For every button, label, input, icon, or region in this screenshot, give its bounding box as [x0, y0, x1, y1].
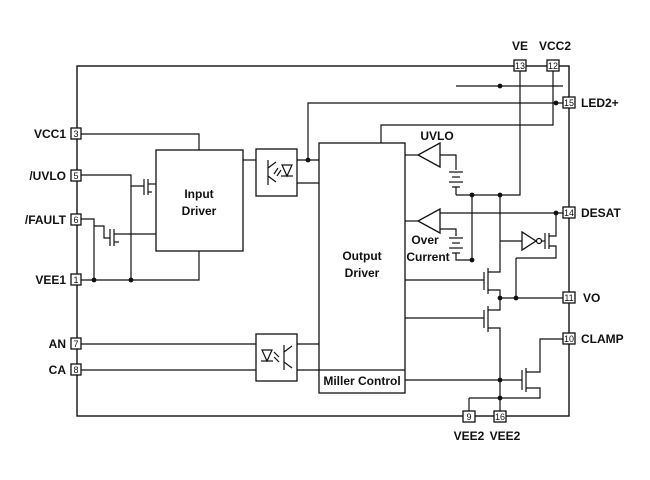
svg-text:AN: AN — [49, 337, 66, 351]
pin-uvlo: 5 /UVLO — [29, 169, 82, 183]
svg-text:LED2+: LED2+ — [581, 96, 619, 110]
svg-text:12: 12 — [548, 61, 558, 71]
svg-text:10: 10 — [564, 334, 574, 344]
svg-text:/UVLO: /UVLO — [29, 169, 66, 183]
pin-desat: 14 DESAT — [562, 206, 621, 220]
led2-wiring — [307, 71, 563, 196]
pin-vcc1: 3 VCC1 — [34, 127, 82, 141]
input-side-wiring — [81, 133, 200, 283]
svg-text:Output: Output — [342, 249, 381, 263]
input-driver-block: Input Driver — [155, 149, 244, 252]
svg-text:Driver: Driver — [182, 204, 217, 218]
svg-text:VEE2: VEE2 — [490, 429, 521, 443]
pin-an: 7 AN — [49, 337, 82, 351]
upper-optocoupler — [243, 148, 319, 197]
pin-fault: 6 /FAULT — [25, 213, 82, 227]
svg-text:5: 5 — [73, 171, 78, 181]
clamp-stage — [405, 338, 563, 411]
pin-vee1: 1 VEE1 — [35, 273, 82, 287]
uvlo-comparator: UVLO — [405, 129, 475, 198]
svg-text:Input: Input — [184, 187, 213, 201]
svg-text:8: 8 — [73, 365, 78, 375]
svg-text:Miller Control: Miller Control — [323, 374, 400, 388]
pin-vee2-16: 16 VEE2 — [490, 410, 521, 443]
svg-text:DESAT: DESAT — [581, 206, 621, 220]
pin-vcc2: 12 VCC2 — [539, 39, 571, 72]
svg-text:3: 3 — [73, 129, 78, 139]
svg-text:15: 15 — [564, 98, 574, 108]
svg-text:VE: VE — [512, 39, 528, 53]
svg-text:Driver: Driver — [345, 266, 380, 280]
svg-text:CA: CA — [49, 363, 67, 377]
svg-text:VEE2: VEE2 — [454, 429, 485, 443]
svg-text:14: 14 — [564, 208, 574, 218]
svg-text:/FAULT: /FAULT — [25, 213, 67, 227]
output-stage — [405, 192, 563, 411]
over-current-comparator: Over Current — [405, 195, 563, 264]
svg-text:VCC2: VCC2 — [539, 39, 571, 53]
pin-ca: 8 CA — [49, 363, 82, 377]
svg-text:6: 6 — [73, 215, 78, 225]
svg-text:UVLO: UVLO — [420, 129, 453, 143]
svg-text:CLAMP: CLAMP — [581, 332, 624, 346]
pin-vo: 11 VO — [562, 291, 600, 305]
desat-inverter — [500, 213, 557, 259]
svg-text:9: 9 — [466, 412, 471, 422]
svg-text:7: 7 — [73, 339, 78, 349]
pin-led2-plus: 15 LED2+ — [562, 96, 619, 110]
svg-text:VO: VO — [583, 291, 600, 305]
pin-clamp: 10 CLAMP — [562, 332, 624, 346]
svg-text:13: 13 — [515, 61, 525, 71]
svg-text:11: 11 — [564, 293, 573, 303]
svg-text:Current: Current — [406, 250, 449, 264]
lower-optocoupler — [81, 333, 319, 382]
svg-text:VEE1: VEE1 — [35, 273, 66, 287]
pin-ve: 13 VE — [512, 39, 528, 72]
package-outline — [76, 65, 570, 417]
svg-text:VCC1: VCC1 — [34, 127, 66, 141]
svg-text:16: 16 — [495, 412, 505, 422]
svg-text:Over: Over — [411, 233, 439, 247]
output-driver-block: Output Driver Miller Control — [318, 142, 406, 394]
svg-text:1: 1 — [73, 275, 78, 285]
